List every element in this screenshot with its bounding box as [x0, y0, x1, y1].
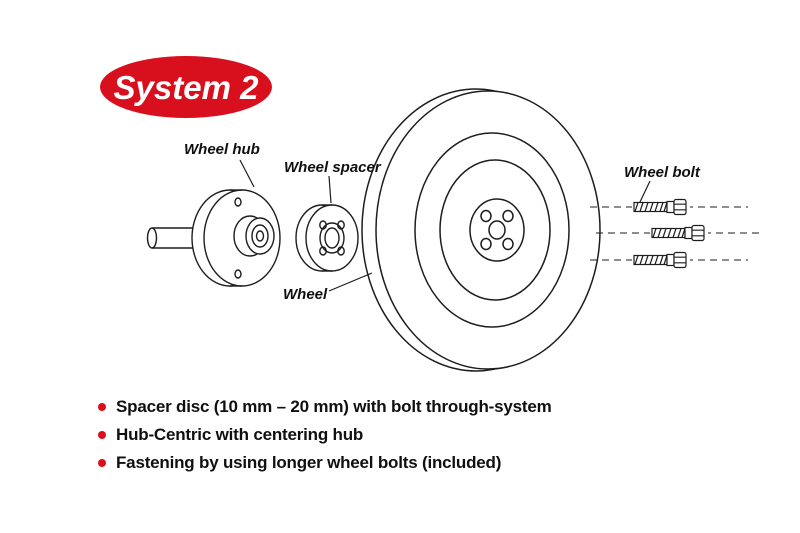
list-item: Spacer disc (10 mm – 20 mm) with bolt th…: [98, 393, 552, 421]
wheel-label: Wheel: [283, 286, 328, 303]
wheel-spacer-label: Wheel spacer: [284, 159, 382, 176]
badge-oval: [100, 56, 272, 118]
wheel-spacer-drawing: [295, 204, 359, 272]
badge-label: System 2: [114, 69, 260, 106]
list-item: Hub-Centric with centering hub: [98, 421, 552, 449]
wheel-bolt-label: Wheel bolt: [624, 164, 701, 181]
wheel-hub-label: Wheel hub: [184, 141, 260, 158]
axle-shaft-drawing: [146, 227, 193, 249]
system-badge: System 2: [100, 56, 272, 118]
bullet-text: Hub-Centric with centering hub: [116, 425, 364, 444]
feature-list: Spacer disc (10 mm – 20 mm) with bolt th…: [98, 393, 552, 477]
bullet-icon: [98, 431, 106, 439]
wheel-bolt-middle: [649, 223, 709, 243]
wheel-hub-drawing: [191, 189, 281, 287]
wheel-bolt-bottom: [631, 250, 691, 270]
bullet-icon: [98, 459, 106, 467]
wheel-bolts-drawing: [631, 197, 709, 270]
bullet-text: Fastening by using longer wheel bolts (i…: [116, 453, 502, 472]
bullet-text: Spacer disc (10 mm – 20 mm) with bolt th…: [116, 397, 552, 416]
bullet-icon: [98, 403, 106, 411]
list-item: Fastening by using longer wheel bolts (i…: [98, 449, 552, 477]
leader-lines: [239, 159, 651, 292]
wheel-drawing: [361, 88, 601, 372]
